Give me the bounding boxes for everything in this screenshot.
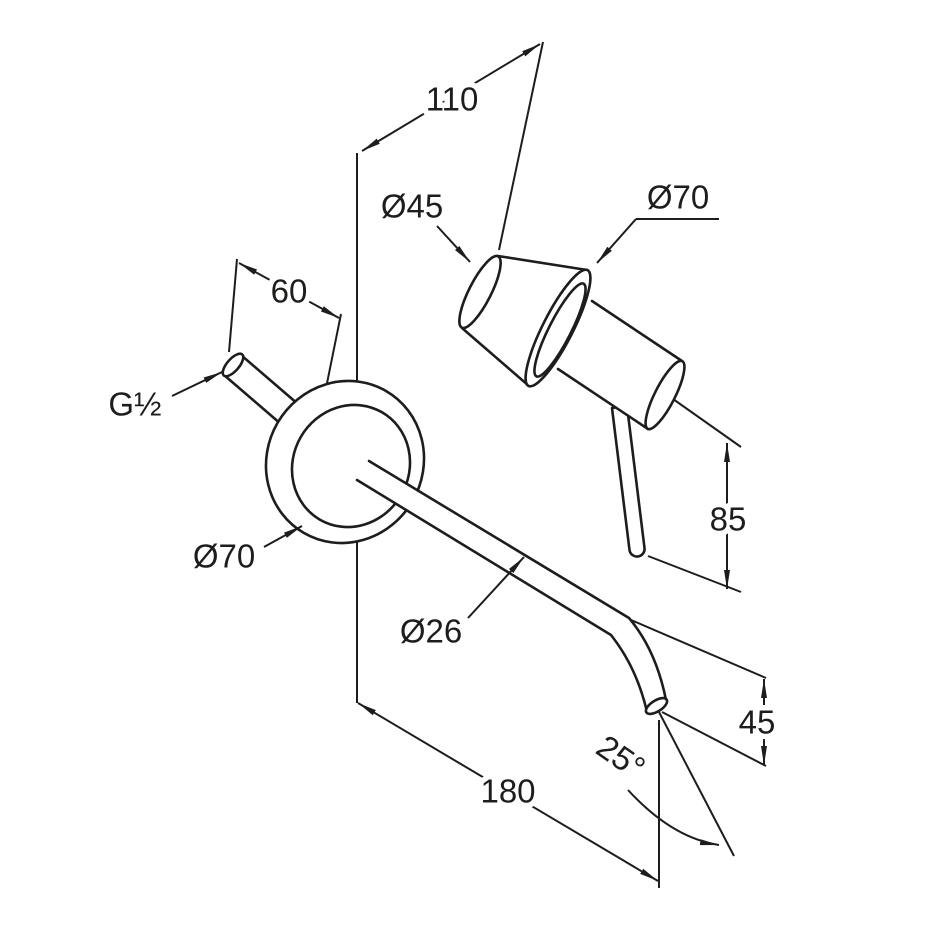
label-thread-g12: G½	[108, 386, 161, 423]
dia-26-leader	[467, 556, 525, 619]
spout-angle-arc	[627, 789, 720, 846]
label-60: 60	[271, 273, 308, 310]
drop-45-bottom-extension-line	[661, 711, 767, 767]
leader-lines	[171, 218, 719, 619]
handle-sleeve-top-edge	[496, 254, 589, 272]
handle-end-cap	[644, 359, 686, 431]
label-dia-70-spout: Ø70	[193, 538, 255, 575]
handle-lever	[610, 404, 646, 558]
handle-sleeve-bottom-edge	[460, 326, 531, 388]
label-180: 180	[480, 773, 535, 810]
spout-tube-bottom-edge	[355, 478, 649, 714]
handle-rosette-inner	[533, 282, 587, 378]
dimension-labels: 110 Ø45 Ø70 60 G½ Ø70 Ø26 85 45 180 25°	[108, 75, 780, 815]
label-110: 110	[426, 81, 479, 118]
thread-g12-leader	[171, 371, 223, 397]
spout-outlet-face	[644, 696, 669, 716]
spout-tube-top-edge	[367, 459, 668, 702]
handle-assembly	[458, 254, 686, 558]
handle-body-bottom-edge	[556, 367, 650, 431]
label-85: 85	[710, 501, 747, 538]
spout-angle-reference-line	[658, 711, 735, 857]
handle-body	[558, 301, 682, 429]
handle-sleeve-wall-face	[458, 254, 502, 330]
supply-stub-end-face	[221, 352, 245, 378]
handle-rosette-outer	[524, 268, 592, 388]
spout-tube-body	[357, 461, 666, 712]
dia-70-spout-leader	[263, 525, 303, 548]
dimension-lines	[238, 43, 767, 882]
label-dia-70-handle: Ø70	[647, 179, 709, 216]
label-25-deg: 25°	[590, 728, 652, 787]
label-dia-45: Ø45	[381, 188, 443, 225]
label-dia-26: Ø26	[400, 613, 462, 650]
stub-60-dimension-line	[238, 262, 340, 319]
spout-assembly	[221, 352, 669, 716]
spout-rosette-outer	[264, 379, 426, 545]
length-180-dimension-line	[357, 702, 659, 882]
dia-45-leader	[436, 225, 471, 263]
stub-60-left-extension-line	[228, 258, 238, 353]
drop-45-top-extension-line	[630, 619, 767, 679]
width-110-dimension-line	[361, 43, 541, 152]
dia-70-handle-leader	[596, 218, 637, 264]
handle-body-top-edge	[590, 299, 684, 363]
width-110-right-extension-line	[498, 41, 544, 251]
handle-85-top-extension-line	[672, 398, 742, 448]
label-45: 45	[739, 704, 776, 741]
